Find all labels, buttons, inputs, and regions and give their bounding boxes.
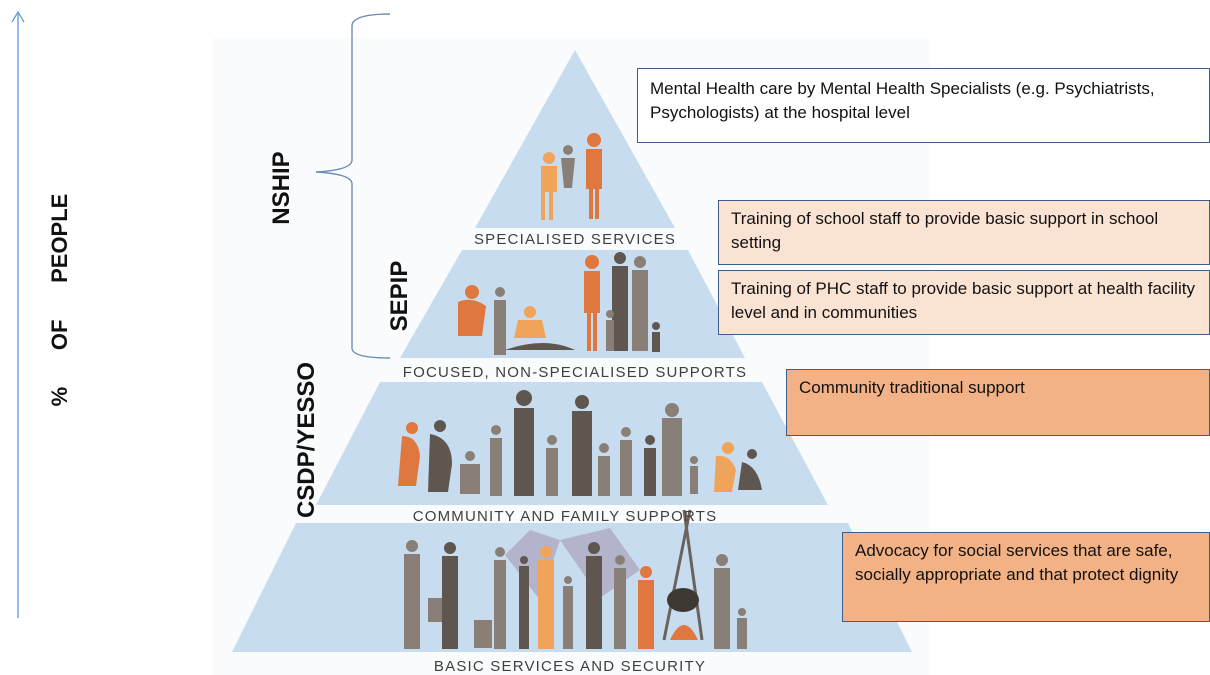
program-bracket xyxy=(315,13,391,359)
tier-focused xyxy=(400,250,745,358)
note-advocacy: Advocacy for social services that are sa… xyxy=(842,532,1210,622)
program-csdp-yesso: CSDP/YESSO xyxy=(293,361,320,519)
figures-specialised xyxy=(541,133,602,220)
program-nship: NSHIP xyxy=(268,151,295,225)
note-phc-staff: Training of PHC staff to provide basic s… xyxy=(718,270,1210,335)
axis-label: % OF PEOPLE xyxy=(47,193,72,407)
tier-specialised xyxy=(475,50,675,228)
tier-caption-specialised: SPECIALISED SERVICES xyxy=(473,231,677,248)
tier-caption-community: COMMUNITY AND FAMILY SUPPORTS xyxy=(412,508,718,525)
tier-caption-basic: BASIC SERVICES AND SECURITY xyxy=(433,658,707,675)
figures-community xyxy=(398,390,762,496)
figures-focused xyxy=(458,252,660,355)
note-community: Community traditional support xyxy=(786,369,1210,436)
figures-basic xyxy=(404,509,747,649)
program-sepip: SEPIP xyxy=(386,260,413,332)
note-specialists: Mental Health care by Mental Health Spec… xyxy=(637,68,1210,143)
people-axis-arrow xyxy=(11,10,25,618)
tier-caption-focused: FOCUSED, NON-SPECIALISED SUPPORTS xyxy=(402,364,748,381)
note-school-staff: Training of school staff to provide basi… xyxy=(718,200,1210,265)
